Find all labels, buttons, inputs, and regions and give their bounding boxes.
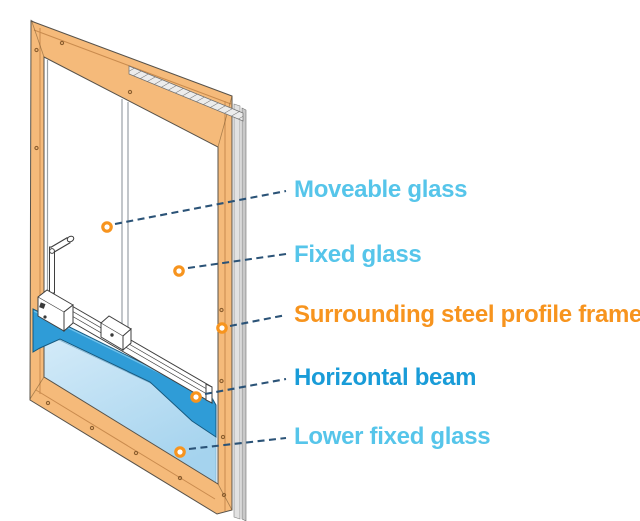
leader-fixed-glass bbox=[187, 252, 287, 270]
leader-horizontal-beam bbox=[204, 377, 287, 396]
marker-horizontal-beam bbox=[190, 391, 202, 403]
steel-profile-frame bbox=[29, 20, 233, 515]
gearbox-screw bbox=[39, 302, 46, 309]
leader-surrounding-frame bbox=[229, 313, 287, 328]
marker-lower-fixed-glass bbox=[174, 446, 186, 458]
label-surrounding-steel-profile-frame: Surrounding steel profile frame bbox=[294, 301, 640, 328]
marker-surrounding-frame bbox=[216, 322, 228, 334]
crank-handle bbox=[49, 235, 75, 294]
frame-screws bbox=[34, 40, 227, 498]
backing-right-strip-1 bbox=[233, 103, 241, 520]
marker-moveable-glass bbox=[101, 221, 113, 233]
drive-gearbox bbox=[37, 289, 74, 333]
leader-lower-fixed-glass bbox=[188, 436, 287, 451]
backing-glass-edges bbox=[30, 19, 247, 521]
top-track-hatched bbox=[128, 65, 244, 122]
backing-right-strip-2 bbox=[241, 107, 247, 521]
leader-moveable-glass bbox=[114, 189, 287, 226]
label-moveable-glass: Moveable glass bbox=[294, 176, 468, 203]
callout-markers bbox=[101, 221, 228, 458]
crank-knob bbox=[66, 235, 75, 243]
label-horizontal-beam: Horizontal beam bbox=[294, 364, 477, 391]
label-lower-fixed-glass: Lower fixed glass bbox=[294, 423, 491, 450]
carriage-bolt bbox=[110, 333, 114, 337]
marker-fixed-glass bbox=[173, 265, 185, 277]
crank-arm bbox=[50, 238, 71, 252]
leader-lines bbox=[114, 189, 287, 451]
glass-carriage bbox=[100, 315, 132, 352]
label-fixed-glass: Fixed glass bbox=[294, 241, 422, 268]
crank-pivot bbox=[49, 248, 55, 254]
